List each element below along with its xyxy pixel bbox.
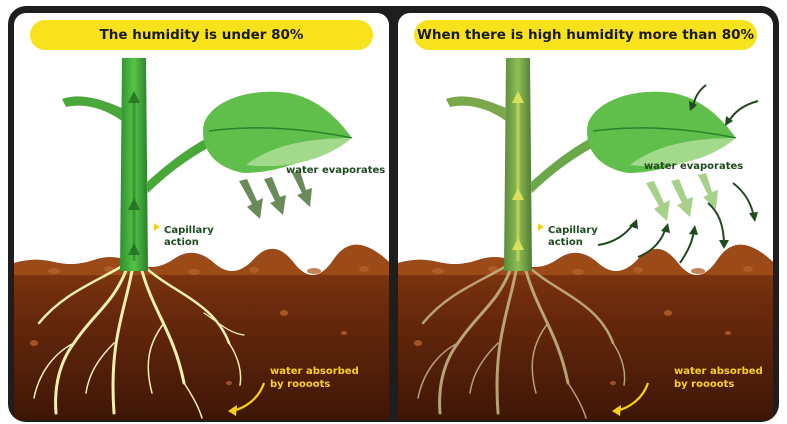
diagram-frame: The humidity is under 80% water evaporat… bbox=[8, 6, 779, 422]
capillary-label-line1: Capillary bbox=[548, 225, 598, 237]
roots-label-line2: by roooots bbox=[674, 379, 734, 391]
evaporation-arrows bbox=[646, 173, 718, 221]
capillary-label-line1: Capillary bbox=[164, 225, 214, 237]
panel-title: The humidity is under 80% bbox=[30, 20, 373, 50]
plant-illustration-low bbox=[14, 13, 389, 420]
roots-label-line1: water absorbed bbox=[270, 366, 359, 378]
plant-illustration-high bbox=[398, 13, 773, 420]
evaporation-label: water evaporates bbox=[644, 161, 743, 173]
roots-label-line2: by roooots bbox=[270, 379, 330, 391]
leaf bbox=[203, 92, 352, 173]
panel-title: When there is high humidity more than 80… bbox=[414, 20, 757, 50]
evaporation-arrows bbox=[239, 171, 312, 219]
capillary-label-line2: action bbox=[548, 237, 583, 249]
capillary-label-line2: action bbox=[164, 237, 199, 249]
panel-high-humidity: When there is high humidity more than 80… bbox=[398, 13, 773, 420]
evaporation-label: water evaporates bbox=[286, 165, 385, 177]
panel-low-humidity: The humidity is under 80% water evaporat… bbox=[14, 13, 389, 420]
roots-label-line1: water absorbed bbox=[674, 366, 763, 378]
